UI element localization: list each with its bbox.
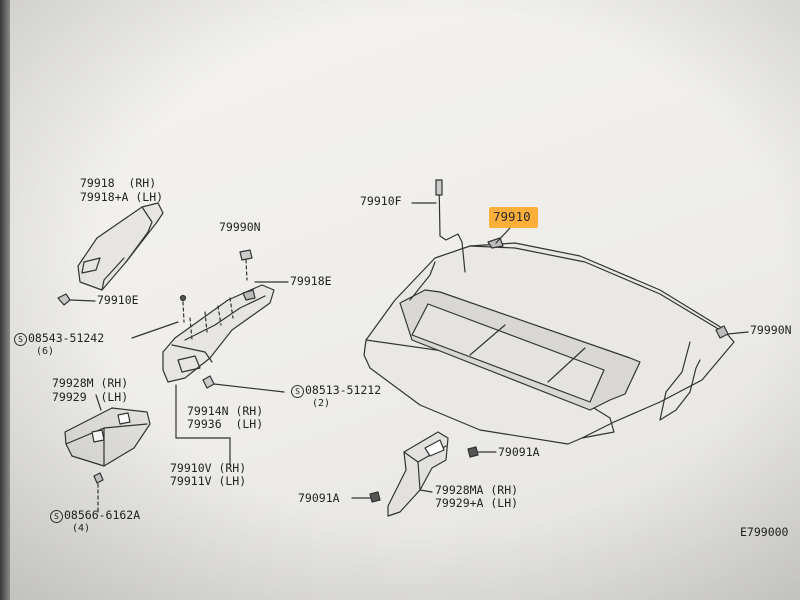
diagram-reference-code: E799000 <box>740 525 789 539</box>
callout-79918: 79918 (RH) <box>80 176 157 190</box>
callout-79929: 79929 (LH) <box>52 390 129 404</box>
monitor-bezel <box>0 0 10 600</box>
callout-79918-lh: 79918+A (LH) <box>80 190 164 204</box>
lower-trim-part <box>64 407 151 467</box>
callout-79914n: 79914N (RH) <box>187 404 264 418</box>
circled-s-symbol: S <box>14 333 27 346</box>
screw-part <box>179 294 187 302</box>
callout-79928ma: 79928MA (RH) <box>435 483 519 497</box>
callout-79928m: 79928M (RH) <box>52 376 129 390</box>
clip-part <box>239 249 253 261</box>
callout-08566-qty: (4) <box>72 523 91 534</box>
callout-08543-qty: (6) <box>36 346 55 357</box>
callout-79910v: 79910V (RH) <box>170 461 247 475</box>
wire-part <box>438 179 466 273</box>
shelf-bracket-part <box>162 284 275 383</box>
clip-part <box>57 293 71 306</box>
callout-79918e: 79918E <box>290 274 332 288</box>
callout-79091a-left: 79091A <box>298 491 340 505</box>
parcel-shelf-part <box>363 237 735 445</box>
callout-79911v: 79911V (LH) <box>170 474 247 488</box>
circled-s-symbol: S <box>291 385 304 398</box>
screw-part <box>93 472 104 484</box>
pillar-trim-part <box>77 202 164 291</box>
highlight-marker <box>489 207 538 228</box>
callout-79091a-right: 79091A <box>498 445 540 459</box>
callout-79910-highlighted: 79910 <box>493 209 531 224</box>
callout-08566: 08566-6162A <box>64 508 141 522</box>
circled-s-symbol: S <box>50 510 63 523</box>
callout-79936: 79936 (LH) <box>187 417 264 431</box>
callout-08513: 08513-51212 <box>305 383 382 397</box>
callout-08543: 08543-51242 <box>28 331 105 345</box>
callout-79910f: 79910F <box>360 194 402 208</box>
callout-79910e: 79910E <box>97 293 139 307</box>
wire-part <box>659 341 701 421</box>
callout-79990n-mid: 79990N <box>219 220 261 234</box>
callout-79990n-right: 79990N <box>750 323 792 337</box>
lower-bracket-part <box>387 431 449 517</box>
callout-08513-qty: (2) <box>312 398 331 409</box>
callout-79929a: 79929+A (LH) <box>435 496 519 510</box>
